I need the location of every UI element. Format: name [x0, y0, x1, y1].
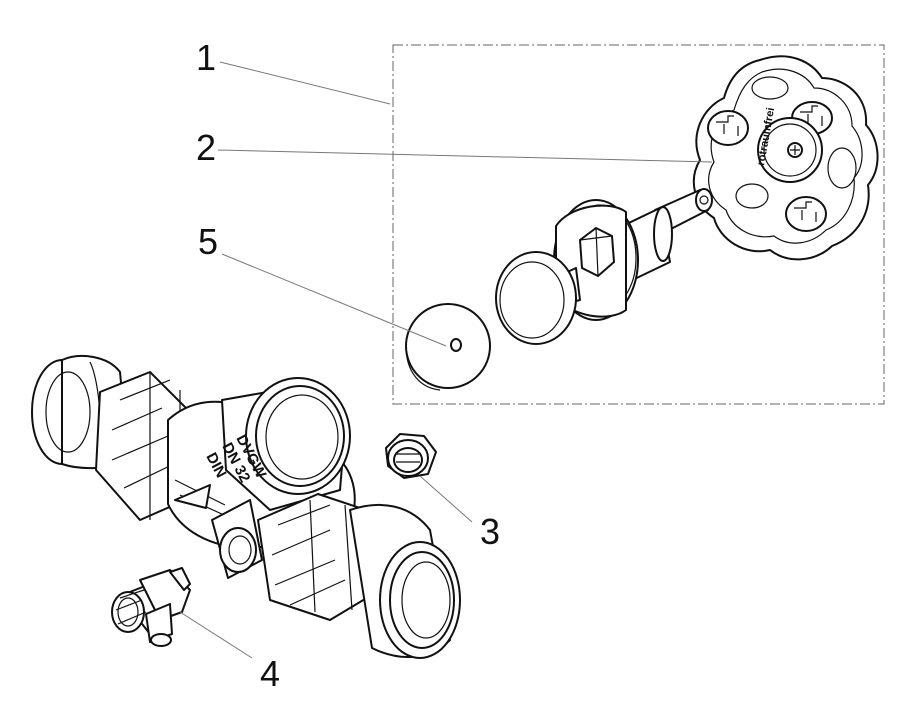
plug-part-3 [385, 433, 437, 479]
valve-body: DVGW DN 32 DIN [31, 355, 461, 659]
callout-2: 2 [196, 127, 216, 168]
callout-1: 1 [196, 37, 216, 78]
leader-2 [217, 149, 713, 163]
callout-3: 3 [480, 511, 500, 552]
handwheel: rotraumfrei [692, 55, 879, 261]
leader-5 [221, 253, 447, 347]
washer-part-5 [405, 303, 491, 391]
seal-disk [495, 251, 577, 345]
leader-lines [179, 61, 713, 659]
leader-3 [419, 475, 473, 523]
leader-4 [179, 611, 253, 659]
callout-5: 5 [198, 221, 218, 262]
assembly-boundary-box [392, 44, 885, 405]
drain-valve-part-4 [111, 567, 191, 647]
leader-1 [219, 61, 391, 105]
callout-4: 4 [260, 653, 280, 694]
